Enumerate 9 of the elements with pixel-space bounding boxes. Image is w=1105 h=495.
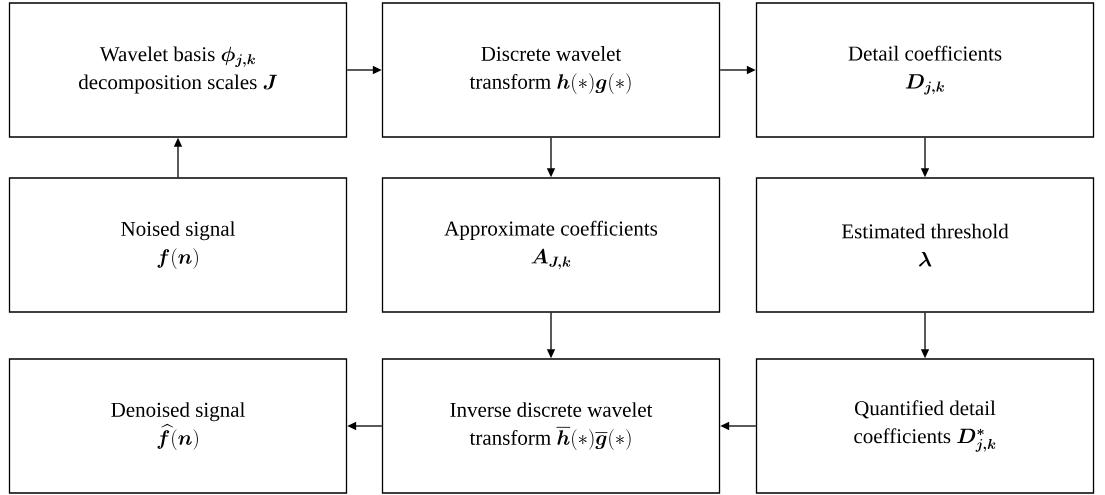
process-box: $\text{Quantified detail}$ $\text{coefficients }\boldsymbol{D^{*}_{j,k}}$: [755, 358, 1095, 494]
process-box: $\text{Estimated threshold}$ $\boldsymbol{\lambda}$: [755, 177, 1095, 313]
process-box: $\text{Noised signal}$ $\boldsymbol{f}(\boldsymbol{n})$: [8, 177, 348, 313]
process-box: $\text{Approximate coefficients}$ $\boldsymbol{A_{J,k}}$: [381, 177, 721, 313]
process-box: $\text{Denoised signal}$ $\widehat{\boldsymbol{f}}(\boldsymbol{n})$: [8, 358, 348, 494]
process-box: $\text{Discrete wavelet}$ $\text{transform }\boldsymbol{h}(*)\boldsymbol{g}(*)$: [381, 2, 721, 138]
process-box: $\text{Inverse discrete wavelet}$ $\text{transform }\overline{\boldsymbol{h}}(*)\overline{\boldsymbol{g}}(*)$: [381, 358, 721, 494]
process-box: $\text{Detail coefficients}$ $\boldsymbol{D_{j,k}}$: [755, 2, 1095, 138]
process-box: $\text{Wavelet basis }\boldsymbol{\phi_{j,k}}$ $\text{decomposition scales }\boldsymbol{J}$: [8, 2, 348, 138]
